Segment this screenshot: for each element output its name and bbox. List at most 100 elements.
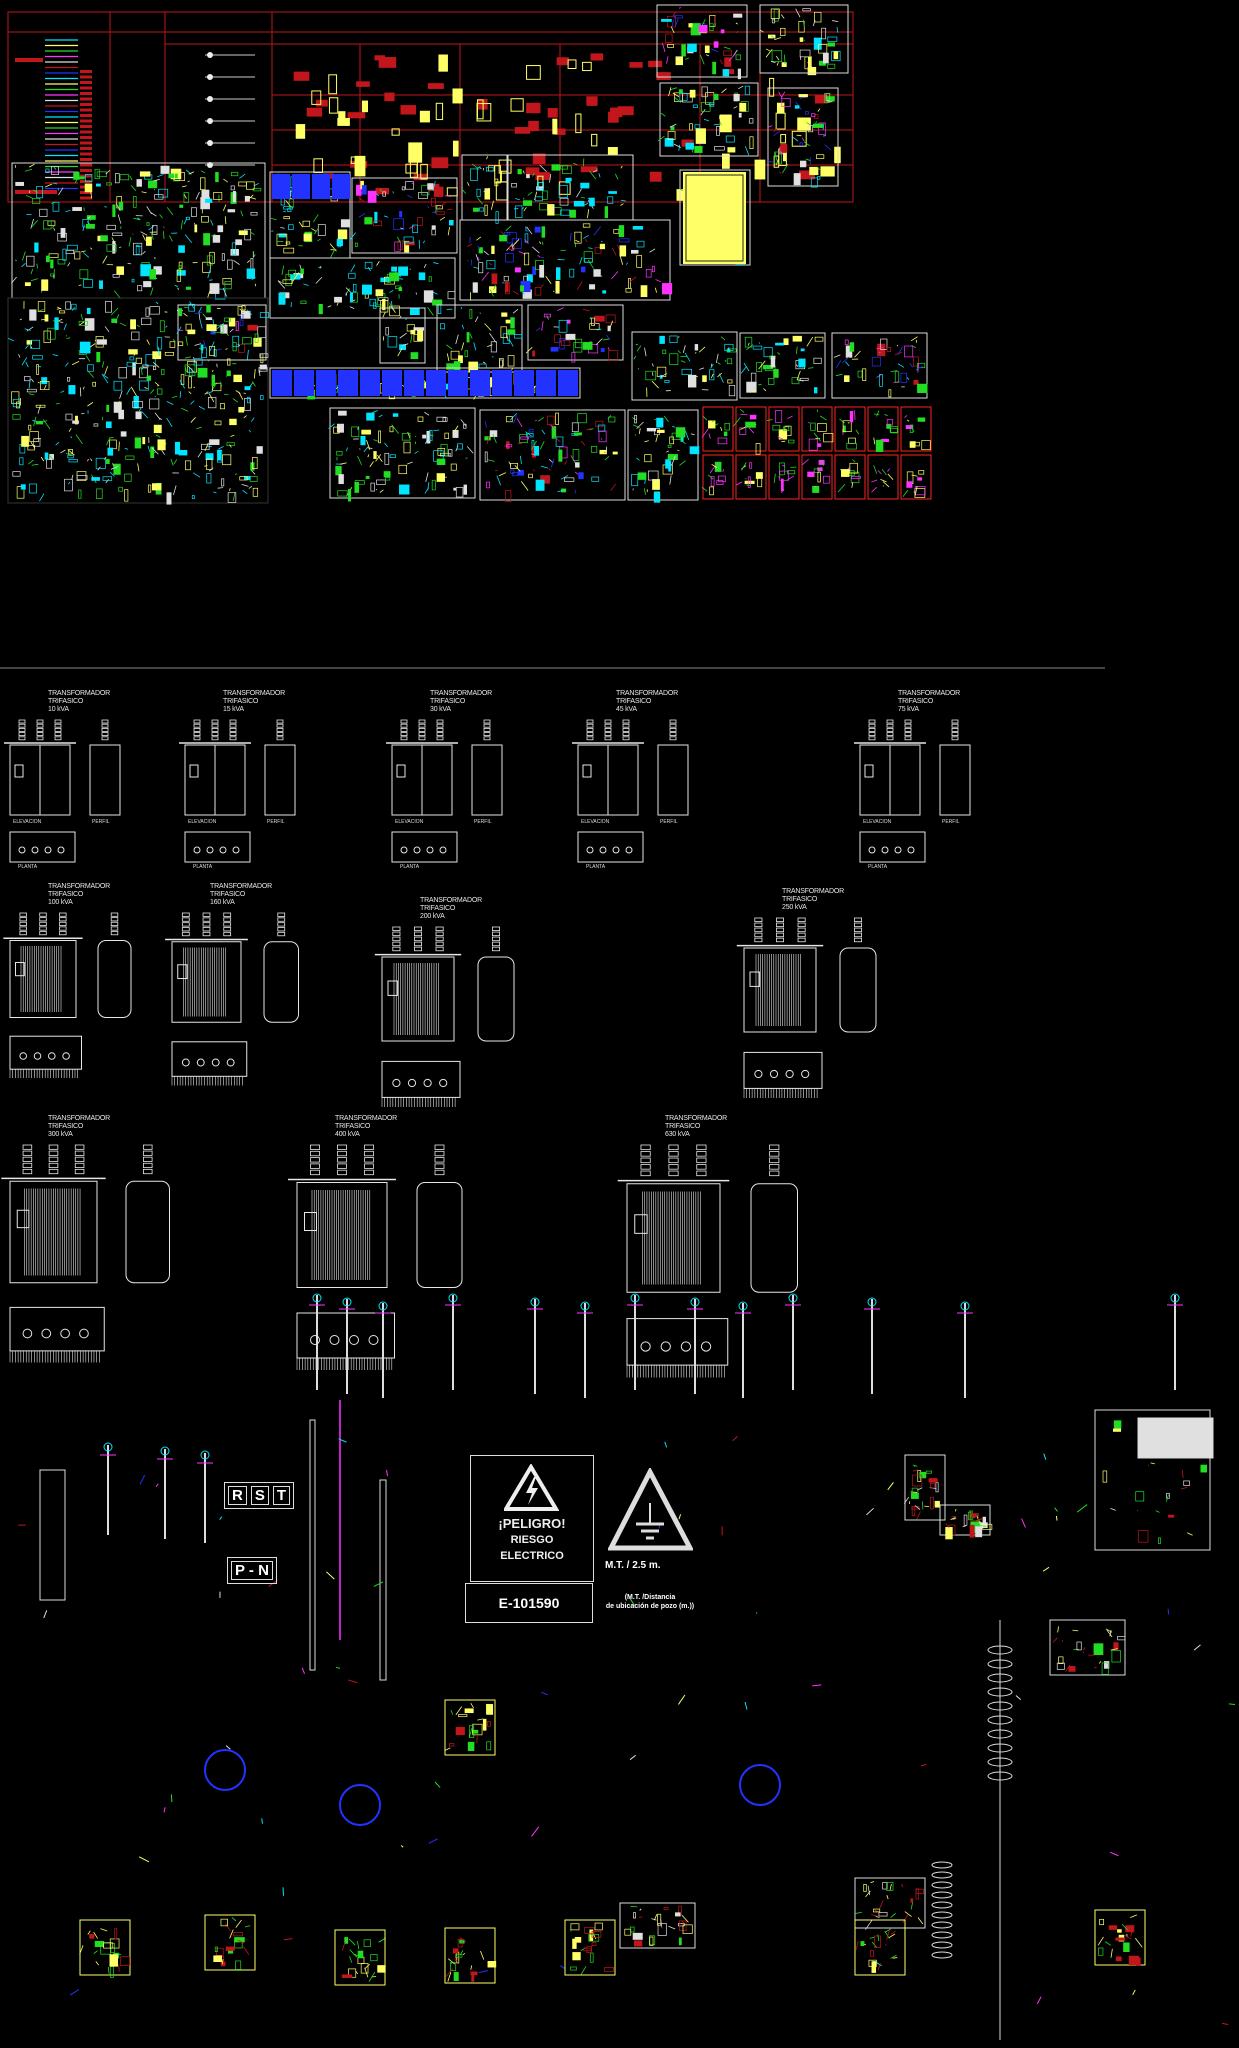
- detail-block: [688, 23, 693, 28]
- detail-line: [412, 225, 416, 229]
- bushing: [904, 728, 912, 732]
- detail-block: [667, 454, 678, 461]
- detail-line: [576, 281, 583, 290]
- detail-line: [702, 19, 706, 26]
- foundation-detail: [854, 1919, 906, 1976]
- detail-block: [526, 174, 530, 179]
- bushing: [337, 1157, 347, 1163]
- detail-block: [131, 331, 140, 341]
- legend-label-block: [80, 75, 92, 79]
- detail-line: [192, 472, 201, 478]
- bushing: [854, 937, 863, 943]
- terminal-plan: [193, 846, 201, 854]
- detail-block: [447, 291, 456, 300]
- detail-line: [877, 1934, 880, 1942]
- detail-line: [576, 188, 582, 198]
- detail-line: [1124, 1934, 1132, 1940]
- detail-block: [105, 301, 112, 313]
- installation-detail: [887, 1482, 894, 1491]
- detail-block: [412, 224, 418, 233]
- detail-block: [619, 245, 627, 257]
- detail-block: [780, 143, 788, 153]
- detail-line: [157, 346, 160, 356]
- detail-line: [1082, 1647, 1086, 1651]
- detail-line: [74, 174, 80, 184]
- transformer-type: TRIFASICO: [223, 698, 259, 705]
- detail-block: [489, 286, 497, 294]
- detail-line: [363, 446, 369, 453]
- detail-block: [26, 255, 35, 267]
- bushing: [202, 927, 211, 932]
- bushing: [202, 922, 211, 927]
- detail-frame: [904, 1454, 946, 1521]
- detail-block: [78, 320, 88, 326]
- detail-line: [445, 1968, 454, 1977]
- detail-block: [44, 314, 49, 322]
- insulator-disc: [987, 1743, 1013, 1753]
- detail-line: [243, 1946, 250, 1955]
- detail-line: [350, 264, 356, 273]
- insulator-disc: [931, 1881, 953, 1889]
- detail-block: [534, 196, 543, 202]
- detail-line: [447, 1971, 452, 1982]
- detail-line: [140, 366, 143, 375]
- detail-block: [174, 172, 185, 181]
- bushing: [276, 719, 284, 724]
- blue-detail-tile: [294, 370, 314, 396]
- detail-block: [486, 1704, 494, 1715]
- detail-line: [914, 485, 918, 496]
- detail-block: [35, 421, 43, 425]
- detail-line: [151, 447, 159, 455]
- view-label-plan: PLANTA: [193, 864, 213, 870]
- detail-line: [574, 489, 577, 494]
- transformer-type: TRIFASICO: [430, 698, 466, 705]
- detail-line: [116, 314, 120, 319]
- bushing: [413, 946, 422, 952]
- detail-block: [383, 471, 391, 478]
- detail-block: [704, 45, 710, 53]
- detail-block: [547, 415, 555, 426]
- detail-line: [525, 346, 533, 354]
- ground-warning-icon: [608, 1468, 693, 1551]
- detail-block: [818, 44, 828, 54]
- detail-block: [817, 443, 822, 447]
- detail-block: [756, 362, 763, 372]
- bushing: [622, 723, 630, 728]
- detail-line: [110, 307, 119, 316]
- drawing-detail-group: [382, 311, 425, 360]
- bushing: [483, 728, 491, 732]
- detail-block: [783, 338, 789, 346]
- detail-block: [644, 454, 652, 463]
- detail-block: [645, 370, 657, 381]
- detail-line: [525, 431, 532, 437]
- detail-line: [251, 417, 255, 422]
- tank-plan-view: [9, 1035, 82, 1070]
- pole-elevation: [379, 1479, 387, 1681]
- installation-detail: [261, 1818, 264, 1824]
- detail-line: [638, 428, 641, 435]
- furniture-symbol: [476, 103, 492, 122]
- detail-block: [605, 314, 616, 324]
- detail-block: [880, 338, 888, 350]
- insulator-disc: [931, 1921, 953, 1929]
- tank-plan-view: [296, 1312, 395, 1359]
- detail-block: [34, 242, 39, 253]
- detail-line: [897, 346, 903, 355]
- detail-block: [712, 61, 717, 75]
- detail-line: [278, 280, 286, 289]
- detail-line: [79, 1945, 84, 1955]
- bushing: [413, 941, 422, 947]
- furniture-tag: [554, 128, 566, 135]
- bushing: [622, 719, 630, 724]
- detail-line: [244, 1925, 251, 1928]
- bushing: [74, 1144, 85, 1150]
- detail-block: [194, 224, 198, 233]
- detail-block: [149, 398, 160, 410]
- detail-line: [354, 1953, 359, 1957]
- detail-block: [43, 330, 51, 343]
- detail-block: [917, 362, 926, 369]
- detail-line: [896, 344, 899, 347]
- detail-line: [375, 454, 382, 462]
- detail-line: [252, 381, 256, 387]
- detail-block: [547, 204, 555, 216]
